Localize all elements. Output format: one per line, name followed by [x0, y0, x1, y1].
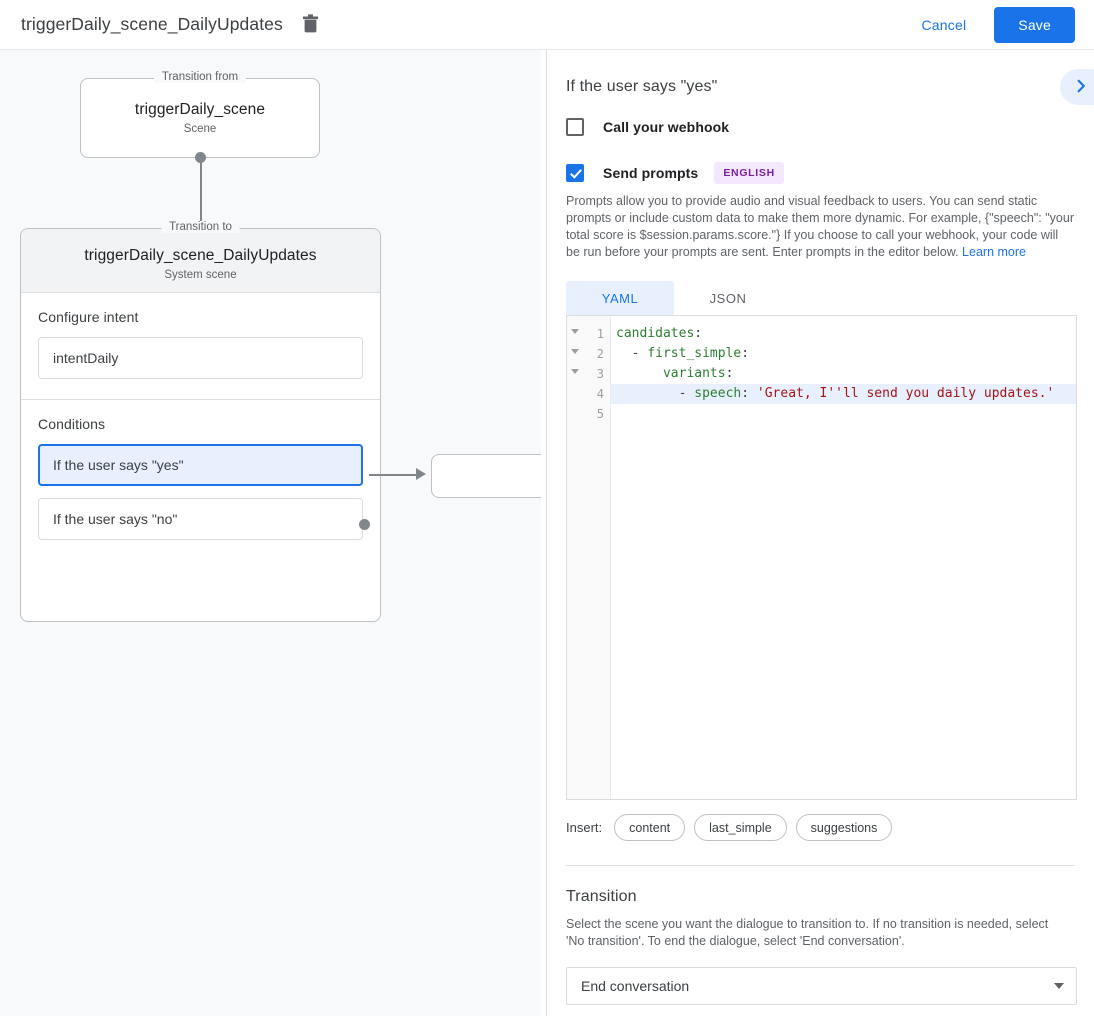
details-panel-inner: If the user says "yes" Call your webhook… — [547, 50, 1094, 1005]
editor-line-number: 5 — [596, 407, 604, 421]
editor-line-number: 4 — [596, 387, 604, 401]
trash-icon — [302, 13, 319, 36]
configure-intent-label: Configure intent — [38, 309, 139, 325]
node-to-legend: Transition to — [161, 221, 240, 233]
insert-chip-last-simple[interactable]: last_simple — [694, 814, 787, 841]
editor-code-area[interactable]: candidates: - first_simple: variants: - … — [611, 316, 1076, 799]
fold-triangle-icon[interactable] — [571, 349, 579, 354]
condition-item-yes[interactable]: If the user says "yes" — [38, 444, 363, 486]
insert-label: Insert: — [566, 820, 603, 835]
conditions-section: Conditions If the user says "yes" If the… — [21, 399, 380, 572]
fold-triangle-icon[interactable] — [571, 329, 579, 334]
node-transition-from[interactable]: Transition from triggerDaily_scene Scene — [80, 71, 320, 158]
node-transition-to[interactable]: Transition to triggerDaily_scene_DailyUp… — [20, 221, 381, 622]
details-panel: If the user says "yes" Call your webhook… — [547, 50, 1094, 1016]
editor-line-number: 2 — [567, 344, 610, 364]
connector-line — [200, 157, 202, 254]
transition-select-value: End conversation — [581, 978, 690, 994]
language-badge: ENGLISH — [714, 162, 784, 184]
canvas-gap — [541, 50, 542, 1016]
condition-output-dot — [359, 519, 370, 530]
node-to-header: triggerDaily_scene_DailyUpdates System s… — [21, 229, 380, 292]
top-bar-actions: Cancel Save — [912, 6, 1075, 43]
save-button[interactable]: Save — [994, 6, 1075, 43]
panel-separator — [546, 50, 547, 1016]
page-title: triggerDaily_scene_DailyUpdates — [21, 14, 283, 34]
editor-line-number: 1 — [567, 324, 610, 344]
node-from-subtitle: Scene — [183, 123, 217, 135]
insert-row: Insert: content last_simple suggestions — [566, 814, 1094, 841]
editor-code-line — [611, 404, 1076, 424]
panel-heading: If the user says "yes" — [566, 78, 718, 95]
collapse-panel-button[interactable] — [1060, 69, 1094, 105]
description-text: Prompts allow you to provide audio and v… — [566, 194, 1074, 259]
chevron-right-icon — [1073, 78, 1089, 97]
intent-field[interactable]: intentDaily — [38, 337, 363, 379]
fold-triangle-icon[interactable] — [571, 369, 579, 374]
condition-item-no[interactable]: If the user says "no" — [38, 498, 363, 540]
learn-more-link[interactable]: Learn more — [962, 245, 1026, 259]
node-to-title: triggerDaily_scene_DailyUpdates — [84, 247, 317, 264]
configure-intent-section: Configure intent intentDaily — [21, 292, 380, 399]
send-prompts-row[interactable]: Send prompts ENGLISH — [547, 162, 1094, 184]
insert-chip-content[interactable]: content — [614, 814, 686, 841]
top-bar: triggerDaily_scene_DailyUpdates Cancel S… — [0, 0, 1094, 50]
cancel-button[interactable]: Cancel — [912, 9, 977, 41]
tab-yaml[interactable]: YAML — [566, 281, 674, 315]
node-from-title: triggerDaily_scene — [134, 101, 266, 118]
editor-code-line: variants: — [662, 366, 734, 381]
transition-description: Select the scene you want the dialogue t… — [566, 917, 1049, 948]
condition-output-arrow-icon — [416, 468, 426, 480]
transition-select[interactable]: End conversation — [566, 967, 1077, 1005]
chevron-down-icon — [1054, 983, 1064, 989]
delete-button[interactable] — [297, 11, 325, 39]
panel-section-divider — [566, 865, 1075, 866]
tab-json[interactable]: JSON — [709, 290, 747, 306]
node-to-subtitle: System scene — [164, 269, 237, 281]
call-webhook-label: Call your webhook — [603, 119, 730, 135]
node-from-legend: Transition from — [153, 71, 247, 83]
node-target-placeholder[interactable] — [431, 454, 541, 498]
flow-canvas[interactable]: Transition from triggerDaily_scene Scene… — [0, 50, 541, 1016]
editor-format-tabs: YAML JSON — [566, 281, 1094, 315]
editor-code-line: - speech: 'Great, I''ll send you daily u… — [611, 384, 1076, 404]
editor-code-line: candidates: — [616, 326, 703, 341]
editor-code-line: - first_simple: — [616, 346, 750, 361]
insert-chip-suggestions[interactable]: suggestions — [795, 814, 893, 841]
send-prompts-description: Prompts allow you to provide audio and v… — [566, 193, 1075, 261]
send-prompts-label: Send prompts — [603, 165, 699, 181]
transition-title: Transition — [566, 888, 637, 905]
webhook-row[interactable]: Call your webhook — [547, 118, 1094, 136]
conditions-label: Conditions — [38, 416, 106, 432]
editor-line-number: 3 — [567, 364, 610, 384]
call-webhook-checkbox[interactable] — [566, 118, 584, 136]
send-prompts-checkbox[interactable] — [566, 164, 584, 182]
condition-output-line — [369, 474, 419, 476]
